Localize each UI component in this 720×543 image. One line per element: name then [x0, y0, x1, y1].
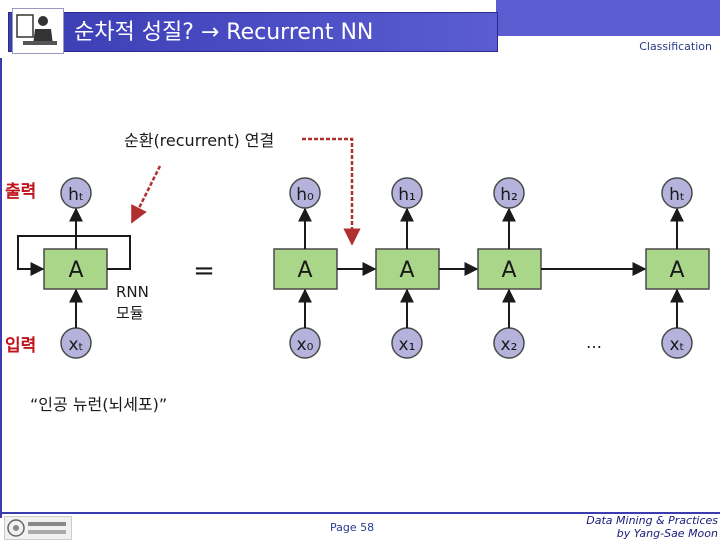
- recurrent-loop-arrow: [17, 235, 131, 276]
- title-bar: [8, 12, 498, 52]
- output-label: 출력: [5, 182, 36, 202]
- course-credit: Data Mining & Practices: [586, 514, 718, 527]
- header-tab: [512, 36, 720, 60]
- title-illustration-icon: [12, 8, 64, 54]
- input-node-label: x₁: [399, 335, 416, 355]
- input-node-label: x₀: [297, 335, 314, 355]
- output-node-label: hₜ: [68, 185, 84, 205]
- rnn-cell-label: A: [501, 258, 516, 283]
- equals-sign: =: [193, 256, 215, 286]
- recurrent-pointer-left: [130, 165, 162, 224]
- rnn-cell-label: A: [669, 258, 684, 283]
- rnn-module-label-2: 모듈: [116, 304, 144, 322]
- artificial-neuron-label: “인공 뉴런(뇌세포)”: [30, 395, 167, 414]
- unrolled-step-t: hₜ A xₜ: [645, 177, 710, 359]
- folded-rnn: hₜ A xₜ: [17, 177, 131, 359]
- rnn-cell-label: A: [68, 258, 83, 283]
- left-rule: [0, 58, 2, 518]
- output-node-label: h₂: [500, 185, 518, 205]
- output-node-label: hₜ: [669, 185, 685, 205]
- rnn-cell: [375, 248, 440, 290]
- page-number: Page 58: [330, 521, 375, 534]
- output-node-label: h₁: [398, 185, 416, 205]
- unrolled-step-1: h₁ A x₁: [375, 177, 440, 359]
- rnn-module-label-1: RNN: [116, 283, 149, 301]
- unrolled-step-2: h₂ A x₂: [477, 177, 542, 359]
- input-node-label: xₜ: [68, 335, 83, 355]
- header-strip: [496, 0, 720, 36]
- input-node-label: xₜ: [669, 335, 684, 355]
- recurrent-pointer-right: [302, 137, 361, 246]
- input-label: 입력: [5, 336, 36, 356]
- output-node-label: h₀: [296, 185, 314, 205]
- unrolled-step-0: h₀ A x₀: [273, 177, 338, 359]
- university-logo-icon: [4, 516, 72, 540]
- author-credit: by Yang-Sae Moon: [616, 527, 718, 540]
- slide-title: 순차적 성질? → Recurrent NN: [74, 20, 374, 45]
- ellipsis: …: [586, 333, 602, 352]
- recurrent-connection-label: 순환(recurrent) 연결: [124, 131, 274, 150]
- classification-label: Classification: [639, 40, 712, 53]
- rnn-cell-label: A: [399, 258, 414, 283]
- input-node-label: x₂: [501, 335, 518, 355]
- footer-rule: [0, 512, 720, 514]
- rnn-cell-label: A: [297, 258, 312, 283]
